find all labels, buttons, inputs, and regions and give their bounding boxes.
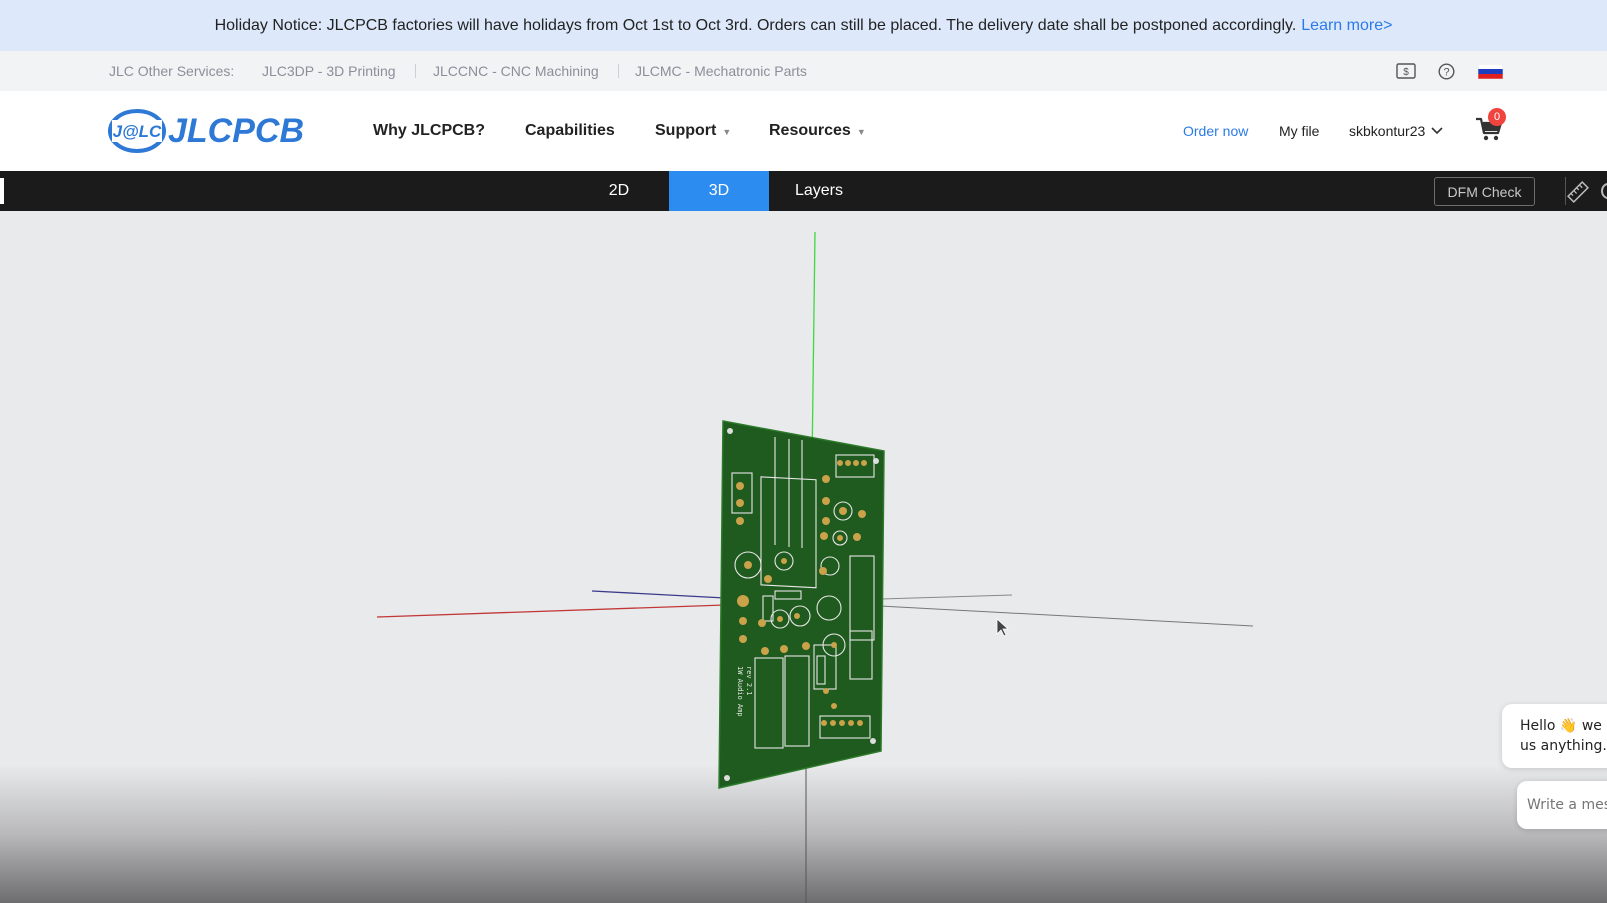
dfm-check-button[interactable]: DFM Check [1434,177,1535,206]
nav-support[interactable]: Support ▼ [655,91,731,171]
tab-3d[interactable]: 3D [669,171,769,211]
viewer-toolbar: 2D 3D Layers DFM Check [0,171,1607,211]
nav-resources[interactable]: Resources ▼ [769,91,866,171]
3d-scene[interactable]: 1W Audio Amp rev 2.1 [0,211,1607,903]
services-bar: JLC Other Services: JLC3DP - 3D Printing… [0,51,1607,91]
pcb-board[interactable]: 1W Audio Amp rev 2.1 [718,420,885,789]
nav-label: Capabilities [525,122,615,139]
logo-text: JLCPCB [168,111,305,150]
jlcpcb-logo[interactable]: J@LC JLCPCB [108,108,304,154]
order-now-link[interactable]: Order now [1183,123,1249,139]
username: skbkontur23 [1349,123,1426,139]
svg-text:rev 2.1: rev 2.1 [745,666,753,696]
currency-icon[interactable]: $ [1396,63,1416,82]
nav-capabilities[interactable]: Capabilities [525,91,615,171]
panel-toggle[interactable] [0,178,4,204]
tab-2d[interactable]: 2D [608,182,630,199]
service-link-mechatronic-parts[interactable]: JLCMC - Mechatronic Parts [635,63,807,79]
chat-greeting-line: us anything. [1520,738,1607,754]
settings-icon[interactable] [1601,183,1607,199]
negative-z-axis-line [879,594,1013,600]
chevron-down-icon [1431,127,1443,135]
cart-count-badge: 0 [1488,108,1506,126]
nav-label: Support [655,122,717,139]
svg-text:1W Audio Amp: 1W Audio Amp [736,666,744,717]
divider [415,64,416,78]
x-axis-line [376,604,726,618]
services-label: JLC Other Services: [109,63,235,79]
learn-more-link[interactable]: Learn more> [1301,16,1393,34]
jlc-logo-icon: J@LC [108,109,166,153]
russia-flag-icon[interactable] [1477,63,1504,82]
mouse-cursor-icon [996,618,1010,637]
nav-label: Resources [769,122,851,139]
chat-message-input[interactable] [1517,781,1607,829]
divider [618,64,619,78]
tab-layers[interactable]: Layers [794,182,844,199]
my-file-link[interactable]: My file [1279,123,1320,139]
svg-text:?: ? [1443,67,1449,79]
nav-why-jlcpcb[interactable]: Why JLCPCB? [373,91,485,171]
ruler-icon[interactable] [1567,181,1589,208]
svg-text:J@LC: J@LC [113,122,162,141]
z-axis-line [591,590,726,599]
service-link-cnc-machining[interactable]: JLCCNC - CNC Machining [433,63,599,79]
negative-x-axis-line [879,605,1254,627]
user-menu[interactable]: skbkontur23 [1349,91,1443,171]
divider [1565,177,1566,205]
pcb-3d-viewer[interactable]: 1W Audio Amp rev 2.1 [0,211,1607,903]
main-header: J@LC JLCPCB Why JLCPCB? Capabilities Sup… [0,91,1607,171]
svg-text:$: $ [1403,67,1409,78]
chat-greeting-bubble[interactable]: Hello 👋 we a us anything. [1502,704,1607,768]
nav-label: Why JLCPCB? [373,122,485,139]
chat-greeting-line: Hello 👋 we a [1520,718,1607,734]
service-link-3d-printing[interactable]: JLC3DP - 3D Printing [262,63,396,79]
caret-down-icon: ▼ [722,127,732,137]
holiday-notice-text: Holiday Notice: JLCPCB factories will ha… [214,16,1297,34]
help-icon[interactable]: ? [1438,63,1455,83]
holiday-notice-banner: Holiday Notice: JLCPCB factories will ha… [0,0,1607,51]
caret-down-icon: ▼ [856,127,866,137]
